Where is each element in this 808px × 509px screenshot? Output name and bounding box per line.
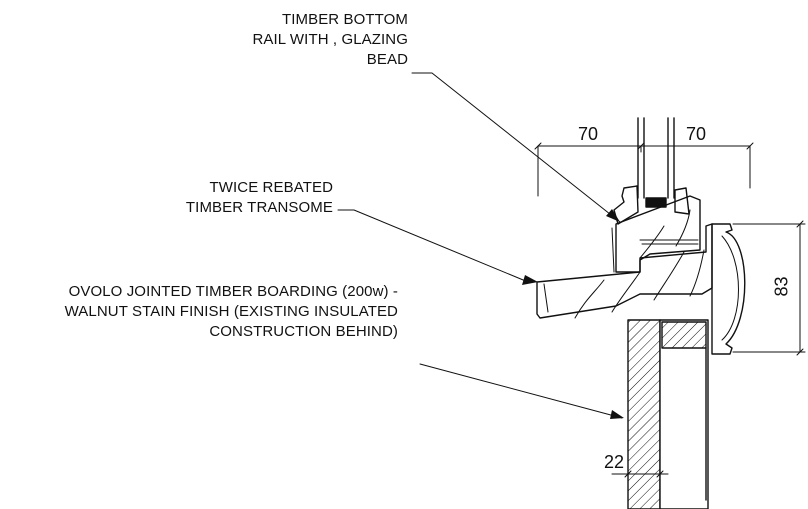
timber-boarding — [627, 319, 661, 509]
label-bottom-rail: TIMBER BOTTOM RAIL WITH , GLAZING BEAD — [252, 10, 408, 70]
dimension-top — [534, 142, 754, 197]
label-line: CONSTRUCTION BEHIND) — [209, 323, 398, 340]
glazing-bead — [613, 185, 639, 225]
leader-lines — [337, 72, 623, 419]
label-line: RAIL WITH , GLAZING — [252, 31, 408, 48]
label-line: TWICE REBATED — [209, 179, 333, 196]
dimension-height: 83 — [771, 276, 792, 297]
hatched-block — [661, 321, 707, 349]
glazing-unit — [637, 117, 675, 208]
dimension-right-width: 70 — [686, 124, 707, 144]
dimension-bottom — [611, 470, 669, 478]
dimension-board-thickness: 22 — [604, 452, 625, 472]
dimension-right — [732, 220, 806, 356]
label-line: OVOLO JOINTED TIMBER BOARDING (200w) - — [68, 283, 398, 300]
label-line: TIMBER TRANSOME — [185, 199, 333, 216]
label-line: TIMBER BOTTOM — [281, 11, 408, 28]
label-transome: TWICE REBATED TIMBER TRANSOME — [186, 178, 333, 218]
bottom-rail — [615, 195, 701, 273]
ovolo-moulding — [711, 223, 746, 355]
dimension-left-width: 70 — [578, 124, 599, 144]
label-boarding: OVOLO JOINTED TIMBER BOARDING (200w) - W… — [65, 282, 398, 342]
label-line: WALNUT STAIN FINISH (EXISTING INSULATED — [64, 303, 398, 320]
label-line: BEAD — [366, 51, 408, 68]
transome — [536, 223, 713, 319]
